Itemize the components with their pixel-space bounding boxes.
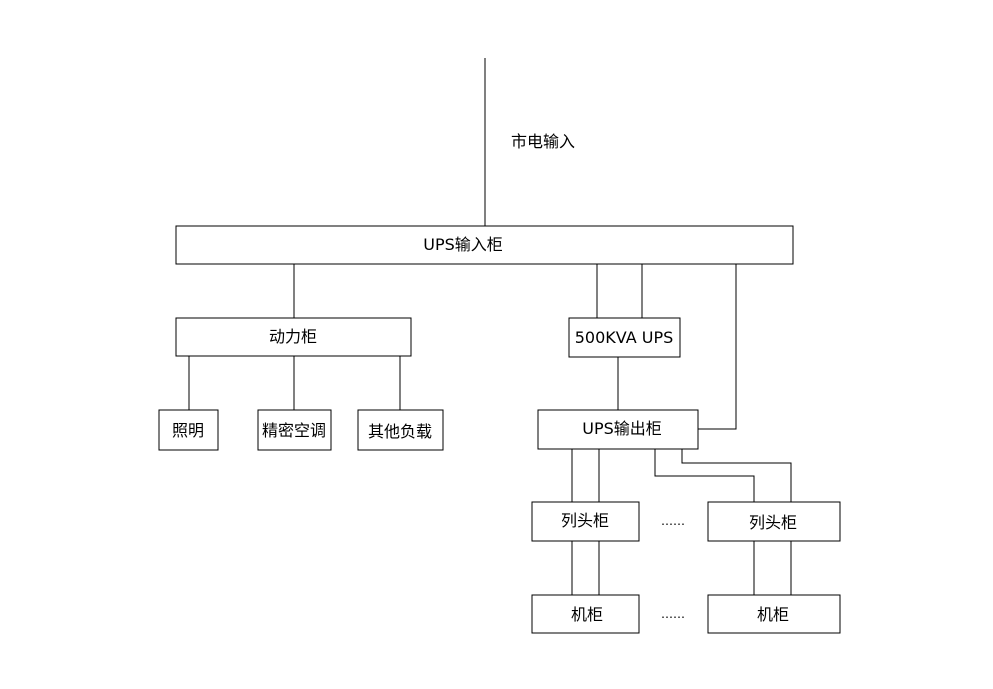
ellipsis-racks: …… — [661, 607, 685, 621]
column-head-cabinet-1-box — [531, 501, 640, 542]
rack-cabinet-1-box — [531, 594, 640, 634]
node-other-load: 其他负载 — [357, 409, 444, 451]
rack-cabinet-1-label: 机柜 — [571, 605, 603, 624]
ups-input-cabinet-box — [175, 225, 794, 265]
column-head-cabinet-2-label: 列头柜 — [749, 513, 797, 532]
ups-output-cabinet-label: UPS输出柜 — [582, 419, 662, 438]
node-power-cabinet: 动力柜 — [175, 317, 412, 357]
node-precision-ac: 精密空调 — [257, 409, 332, 451]
mains-input-label: 市电输入 — [511, 132, 575, 151]
power-cabinet-box — [175, 317, 412, 357]
ups-output-cabinet-box — [537, 409, 699, 450]
ups-unit-box — [568, 317, 681, 358]
column-head-cabinet-2-box — [707, 501, 841, 542]
node-rack-cabinet-1: 机柜 — [531, 594, 640, 634]
precision-ac-label: 精密空调 — [262, 421, 326, 440]
rack-cabinet-2-box — [707, 594, 841, 634]
precision-ac-box — [257, 409, 332, 451]
other-load-box — [357, 409, 444, 451]
wire-output-to-column2-b — [681, 449, 792, 502]
node-ups-unit: 500KVA UPS — [568, 317, 681, 358]
wires — [188, 58, 792, 595]
lighting-label: 照明 — [172, 421, 204, 440]
lighting-box — [158, 409, 219, 451]
node-lighting: 照明 — [158, 409, 219, 451]
column-head-cabinet-1-label: 列头柜 — [561, 511, 609, 530]
node-column-head-cabinet-1: 列头柜 — [531, 501, 640, 542]
ellipsis-column-heads: …… — [661, 514, 685, 528]
node-column-head-cabinet-2: 列头柜 — [707, 501, 841, 542]
power-cabinet-label: 动力柜 — [269, 327, 317, 346]
node-ups-input-cabinet: UPS输入柜 — [175, 225, 794, 265]
ups-input-cabinet-label: UPS输入柜 — [423, 235, 503, 254]
node-rack-cabinet-2: 机柜 — [707, 594, 841, 634]
wire-bypass — [698, 264, 737, 430]
node-ups-output-cabinet: UPS输出柜 — [537, 409, 699, 450]
wire-output-to-column2-a — [654, 449, 755, 502]
ups-unit-label: 500KVA UPS — [575, 328, 674, 347]
rack-cabinet-2-label: 机柜 — [757, 605, 789, 624]
other-load-label: 其他负载 — [368, 422, 432, 441]
